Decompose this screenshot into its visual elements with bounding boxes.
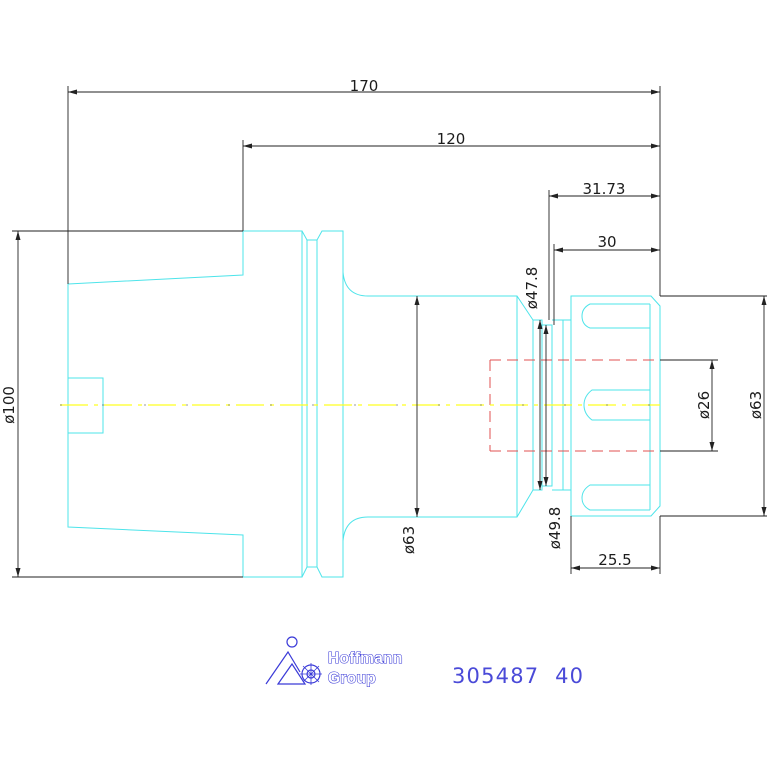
dim-overall-length: 170 <box>350 77 379 95</box>
arrowheads <box>15 89 767 577</box>
drive-slot <box>68 377 104 434</box>
relief-outline <box>533 319 543 491</box>
dim-flange-diameter: ø100 <box>0 386 18 424</box>
groove-outline <box>301 230 344 578</box>
dimension-lines <box>12 86 767 578</box>
dim-shank-diameter: ø63 <box>400 526 418 554</box>
dim-groove-diameter-upper: ø47.8 <box>523 267 541 310</box>
nut-slot-middle <box>583 389 650 421</box>
dim-nut-width: 25.5 <box>598 551 631 569</box>
dim-groove-diameter-lower: ø49.8 <box>546 507 564 550</box>
dim-nut-length-30: 30 <box>597 233 616 251</box>
dim-taper-length: 120 <box>437 130 466 148</box>
logo-text-line1: Hoffmann <box>328 650 403 667</box>
nut-slot-bottom <box>581 484 650 511</box>
logo-text-line2: Group <box>328 670 376 687</box>
nut-slot-top <box>581 303 650 329</box>
hoffmann-group-logo-icon <box>265 636 322 685</box>
dim-nut-to-groove: 31.73 <box>583 180 626 198</box>
hidden-bore <box>489 359 660 452</box>
dim-nut-diameter: ø63 <box>747 391 765 419</box>
part-number: 305487 40 <box>452 664 584 688</box>
shank-outline <box>342 271 534 542</box>
dim-bore-diameter: ø26 <box>695 391 713 419</box>
